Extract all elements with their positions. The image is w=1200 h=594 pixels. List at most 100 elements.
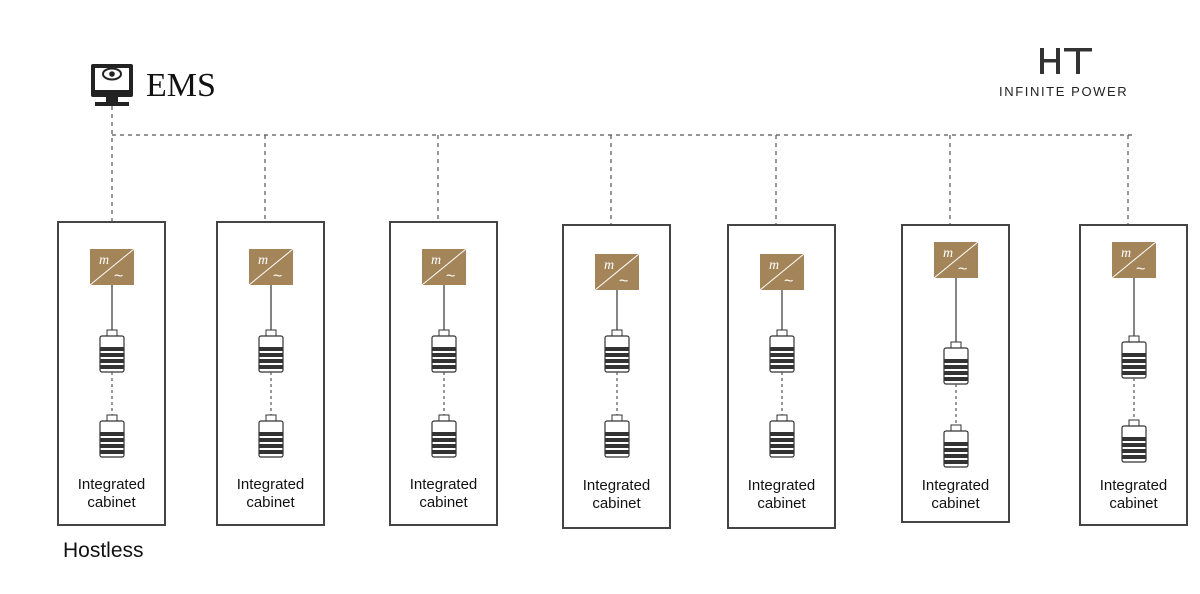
cabinet-4-battery-top-cell-2: [605, 353, 629, 357]
brand-logo-icon: [1040, 48, 1092, 74]
cabinet-4-battery-top-cell-1: [605, 347, 629, 351]
cabinet-2-inverter-ac: ~: [273, 268, 282, 285]
cabinet-6-battery-bottom-terminal: [950, 424, 962, 432]
cabinet-6-battery-bottom-cell-4: [944, 460, 968, 464]
cabinet-4-battery-bottom-cell-3: [605, 444, 629, 448]
cabinet-7-battery-bottom-cell-3: [1122, 449, 1146, 453]
cabinet-5-battery-top-terminal: [776, 329, 788, 337]
cabinet-5-label-line1: Integrated: [747, 477, 816, 494]
cabinet-7-battery-top-cell-3: [1122, 365, 1146, 369]
cabinet-3-battery-top-cell-3: [432, 359, 456, 363]
cabinet-5-frame: [727, 224, 836, 529]
cabinet-6-battery-bottom-cell-3: [944, 454, 968, 458]
cabinet-2-battery-top-cell-4: [259, 365, 283, 369]
cabinet-4-battery-top-cell-4: [605, 365, 629, 369]
cabinet-6-battery-top-cell-2: [944, 365, 968, 369]
cabinet-5-battery-top-cell-1: [770, 347, 794, 351]
cabinet-1-battery-bottom-cell-4: [100, 450, 124, 454]
cabinet-7-battery-top-cell-4: [1122, 371, 1146, 375]
cabinet-1-battery-top-cell-2: [100, 353, 124, 357]
cabinet-4-battery-top-terminal: [611, 329, 623, 337]
cabinet-1-inverter-diagonal: [89, 248, 135, 286]
cabinet-7-frame: [1079, 224, 1188, 526]
cabinet-2-frame: [216, 221, 325, 526]
cabinet-2-battery-bottom-terminal: [265, 414, 277, 422]
cabinet-4-frame: [562, 224, 671, 529]
cabinet-1-battery-top-cell-1: [100, 347, 124, 351]
cabinet-5-battery-top-cell-4: [770, 365, 794, 369]
cabinet-2-battery-top-cell-1: [259, 347, 283, 351]
cabinet-6-battery-top-cell-3: [944, 371, 968, 375]
cabinet-5-inverter-ac: ~: [784, 273, 793, 290]
cabinet-7-label-line1: Integrated: [1099, 477, 1168, 494]
cabinet-5-battery-bottom-terminal: [776, 414, 788, 422]
cabinet-1-battery-top-cell-3: [100, 359, 124, 363]
cabinet-4-battery-bottom-cell-1: [605, 432, 629, 436]
cabinet-2-battery-bottom-cell-1: [259, 432, 283, 436]
cabinet-1-battery-bottom-cell-2: [100, 438, 124, 442]
cabinet-6-frame: [901, 224, 1010, 523]
cabinet-6-battery-bottom-cell-2: [944, 448, 968, 452]
cabinet-3-label-line2: cabinet: [419, 494, 468, 511]
cabinet-6-label-line1: Integrated: [921, 477, 990, 494]
cabinet-5-battery-bottom-cell-3: [770, 444, 794, 448]
cabinet-2-inverter-diagonal: [248, 248, 294, 286]
cabinet-3-battery-top-cell-2: [432, 353, 456, 357]
cabinet-1-battery-bottom-cell-3: [100, 444, 124, 448]
cabinet-7-battery-bottom-cell-2: [1122, 443, 1146, 447]
cabinet-5-battery-bottom-cell-1: [770, 432, 794, 436]
cabinet-6-inverter-diagonal: [933, 241, 979, 279]
cabinet-7-battery-bottom-cell-1: [1122, 437, 1146, 441]
cabinet-7-battery-bottom-cell-4: [1122, 455, 1146, 459]
cabinet-4-label-line2: cabinet: [592, 495, 641, 512]
cabinet-7-label-line2: cabinet: [1109, 495, 1158, 512]
ems-label: EMS: [146, 67, 216, 104]
cabinet-2-battery-bottom-cell-3: [259, 444, 283, 448]
cabinet-1-label-line2: cabinet: [87, 494, 136, 511]
cabinet-2-label-line2: cabinet: [246, 494, 295, 511]
cabinet-1-battery-top-terminal: [106, 329, 118, 337]
cabinet-3-inverter-diagonal: [421, 248, 467, 286]
cabinet-2-inverter-m: m: [258, 253, 268, 268]
cabinet-4-battery-top-cell-3: [605, 359, 629, 363]
cabinet-3-battery-bottom-cell-3: [432, 444, 456, 448]
cabinet-7-battery-top-terminal: [1128, 335, 1140, 343]
cabinet-3-battery-bottom-cell-4: [432, 450, 456, 454]
cabinet-2-battery-bottom-cell-2: [259, 438, 283, 442]
cabinet-3-frame: [389, 221, 498, 526]
cabinet-7-battery-top-cell-1: [1122, 353, 1146, 357]
cabinet-2-label-line1: Integrated: [236, 476, 305, 493]
brand-tagline: INFINITE POWER: [999, 84, 1129, 99]
cabinet-5-inverter-m: m: [769, 258, 779, 273]
cabinet-1-battery-bottom-terminal: [106, 414, 118, 422]
cabinet-7-inverter-m: m: [1121, 246, 1131, 261]
cabinet-2-battery-top-cell-3: [259, 359, 283, 363]
cabinet-6-battery-top-cell-4: [944, 377, 968, 381]
cabinet-2-battery-top-terminal: [265, 329, 277, 337]
cabinet-1-battery-top-cell-4: [100, 365, 124, 369]
cabinet-5-label-line2: cabinet: [757, 495, 806, 512]
cabinet-6-battery-top-cell-1: [944, 359, 968, 363]
cabinet-4-battery-bottom-terminal: [611, 414, 623, 422]
cabinet-2-battery-top-cell-2: [259, 353, 283, 357]
cabinet-1-inverter-ac: ~: [114, 268, 123, 285]
cabinet-7-inverter-ac: ~: [1136, 261, 1145, 278]
cabinet-6-inverter-m: m: [943, 246, 953, 261]
cabinet-3-battery-top-cell-1: [432, 347, 456, 351]
cabinet-3-battery-bottom-cell-2: [432, 438, 456, 442]
mode-label: Hostless: [63, 539, 144, 562]
cabinet-5-battery-bottom-cell-4: [770, 450, 794, 454]
cabinet-3-battery-bottom-cell-1: [432, 432, 456, 436]
cabinet-6-battery-bottom-cell-1: [944, 442, 968, 446]
cabinet-7-battery-top-cell-2: [1122, 359, 1146, 363]
cabinet-3-battery-top-cell-4: [432, 365, 456, 369]
cabinet-6-battery-top-terminal: [950, 341, 962, 349]
cabinet-4-battery-bottom-cell-2: [605, 438, 629, 442]
cabinet-3-battery-top-terminal: [438, 329, 450, 337]
cabinet-1-label-line1: Integrated: [77, 476, 146, 493]
